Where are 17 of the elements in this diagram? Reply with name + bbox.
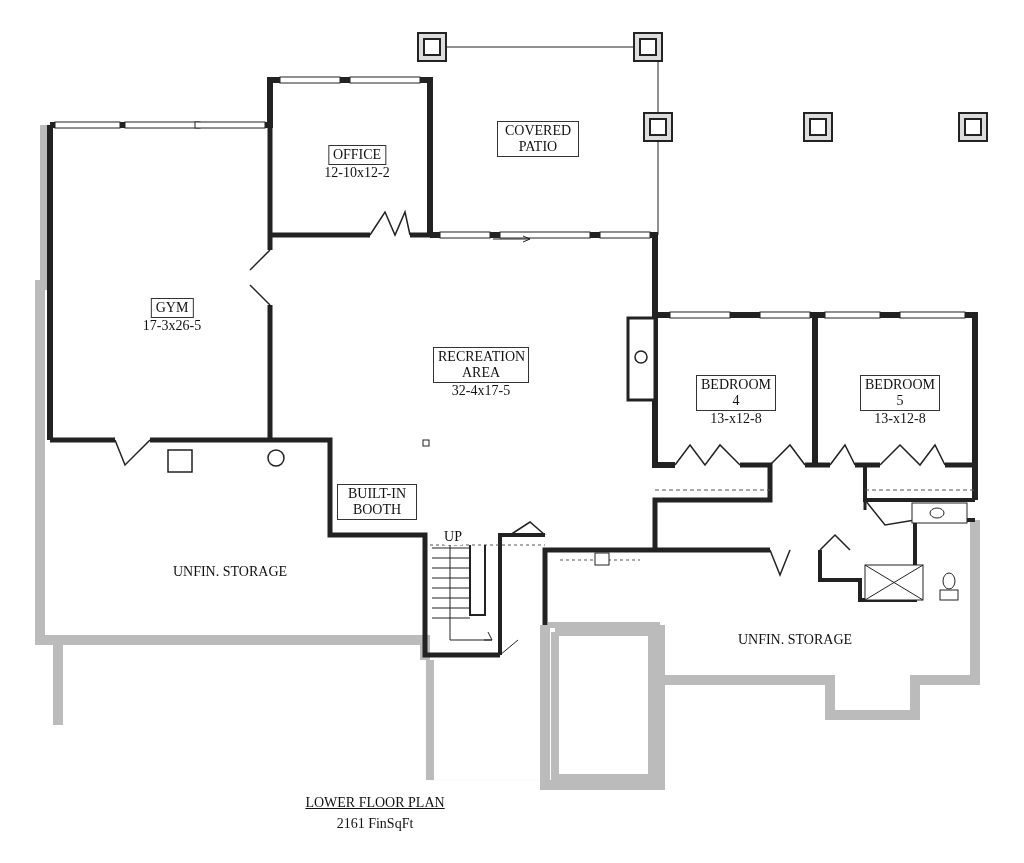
room-name-tag: OFFICE bbox=[327, 145, 387, 165]
room-name-tag: RECREATION AREA bbox=[433, 347, 529, 383]
room-dimensions: 12-10x12-2 bbox=[324, 165, 390, 181]
room-dimensions: 17-3x26-5 bbox=[142, 318, 202, 334]
room-name: UNFIN. STORAGE bbox=[736, 631, 854, 649]
room-name: UNFIN. STORAGE bbox=[171, 563, 289, 581]
room-dimensions: 13-x12-8 bbox=[873, 411, 927, 427]
room-name-tag: GYM bbox=[150, 298, 194, 318]
room-name-tag: BEDROOM 5 bbox=[860, 375, 940, 411]
stair-direction-label: UP bbox=[444, 529, 462, 545]
room-dimensions: 13-x12-8 bbox=[709, 411, 763, 427]
room-name-tag: BEDROOM 4 bbox=[696, 375, 776, 411]
room-dimensions: 32-4x17-5 bbox=[450, 383, 512, 399]
room-name-tag: BUILT-IN BOOTH bbox=[337, 484, 417, 520]
plan-title: LOWER FLOOR PLAN bbox=[305, 795, 445, 811]
floor-area-caption: 2161 FinSqFt bbox=[336, 816, 414, 832]
room-name-tag: COVERED PATIO bbox=[497, 121, 579, 157]
